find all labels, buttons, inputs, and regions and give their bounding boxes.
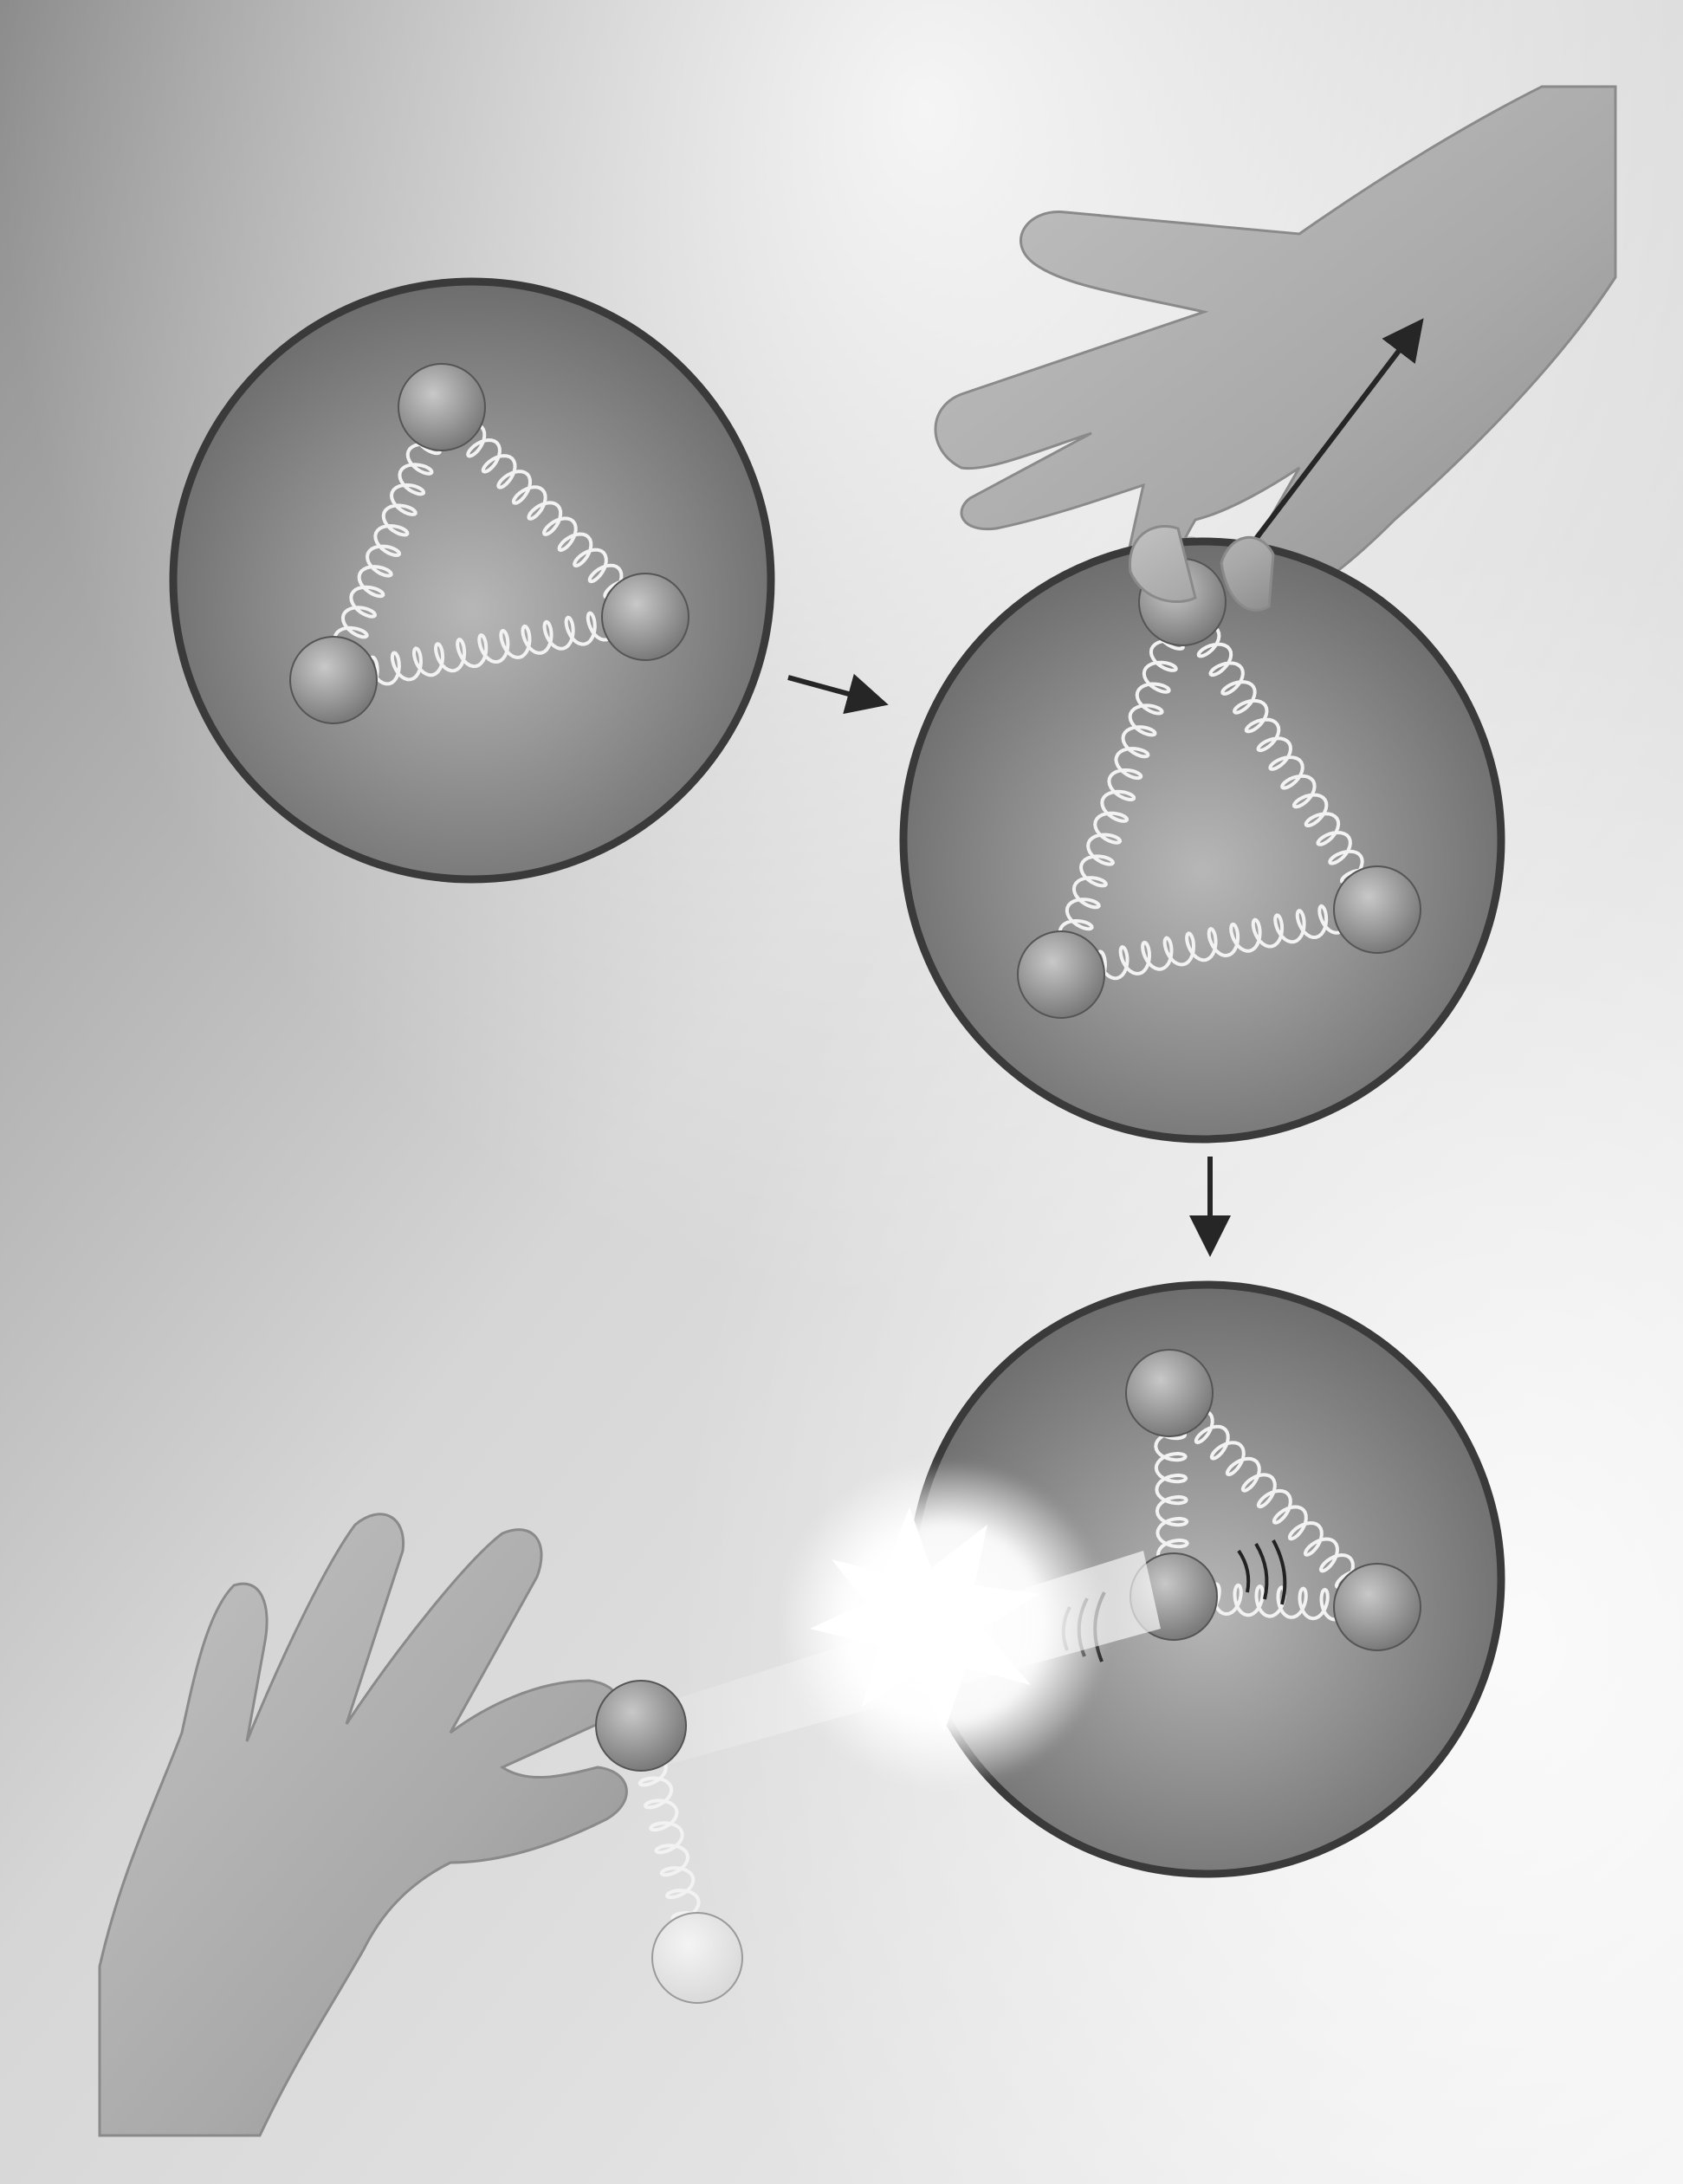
quark [1018, 931, 1104, 1018]
quark [596, 1681, 686, 1771]
quark [1334, 1564, 1421, 1650]
hadron-stage-2 [903, 541, 1501, 1139]
quark [290, 637, 377, 723]
quark [1126, 1350, 1213, 1436]
antiquark [652, 1913, 742, 2003]
quark [398, 364, 485, 450]
energy-burst-icon [780, 1460, 1109, 1789]
quark [602, 574, 689, 660]
hadron-stage-1 [173, 282, 771, 879]
quark [1334, 866, 1421, 953]
